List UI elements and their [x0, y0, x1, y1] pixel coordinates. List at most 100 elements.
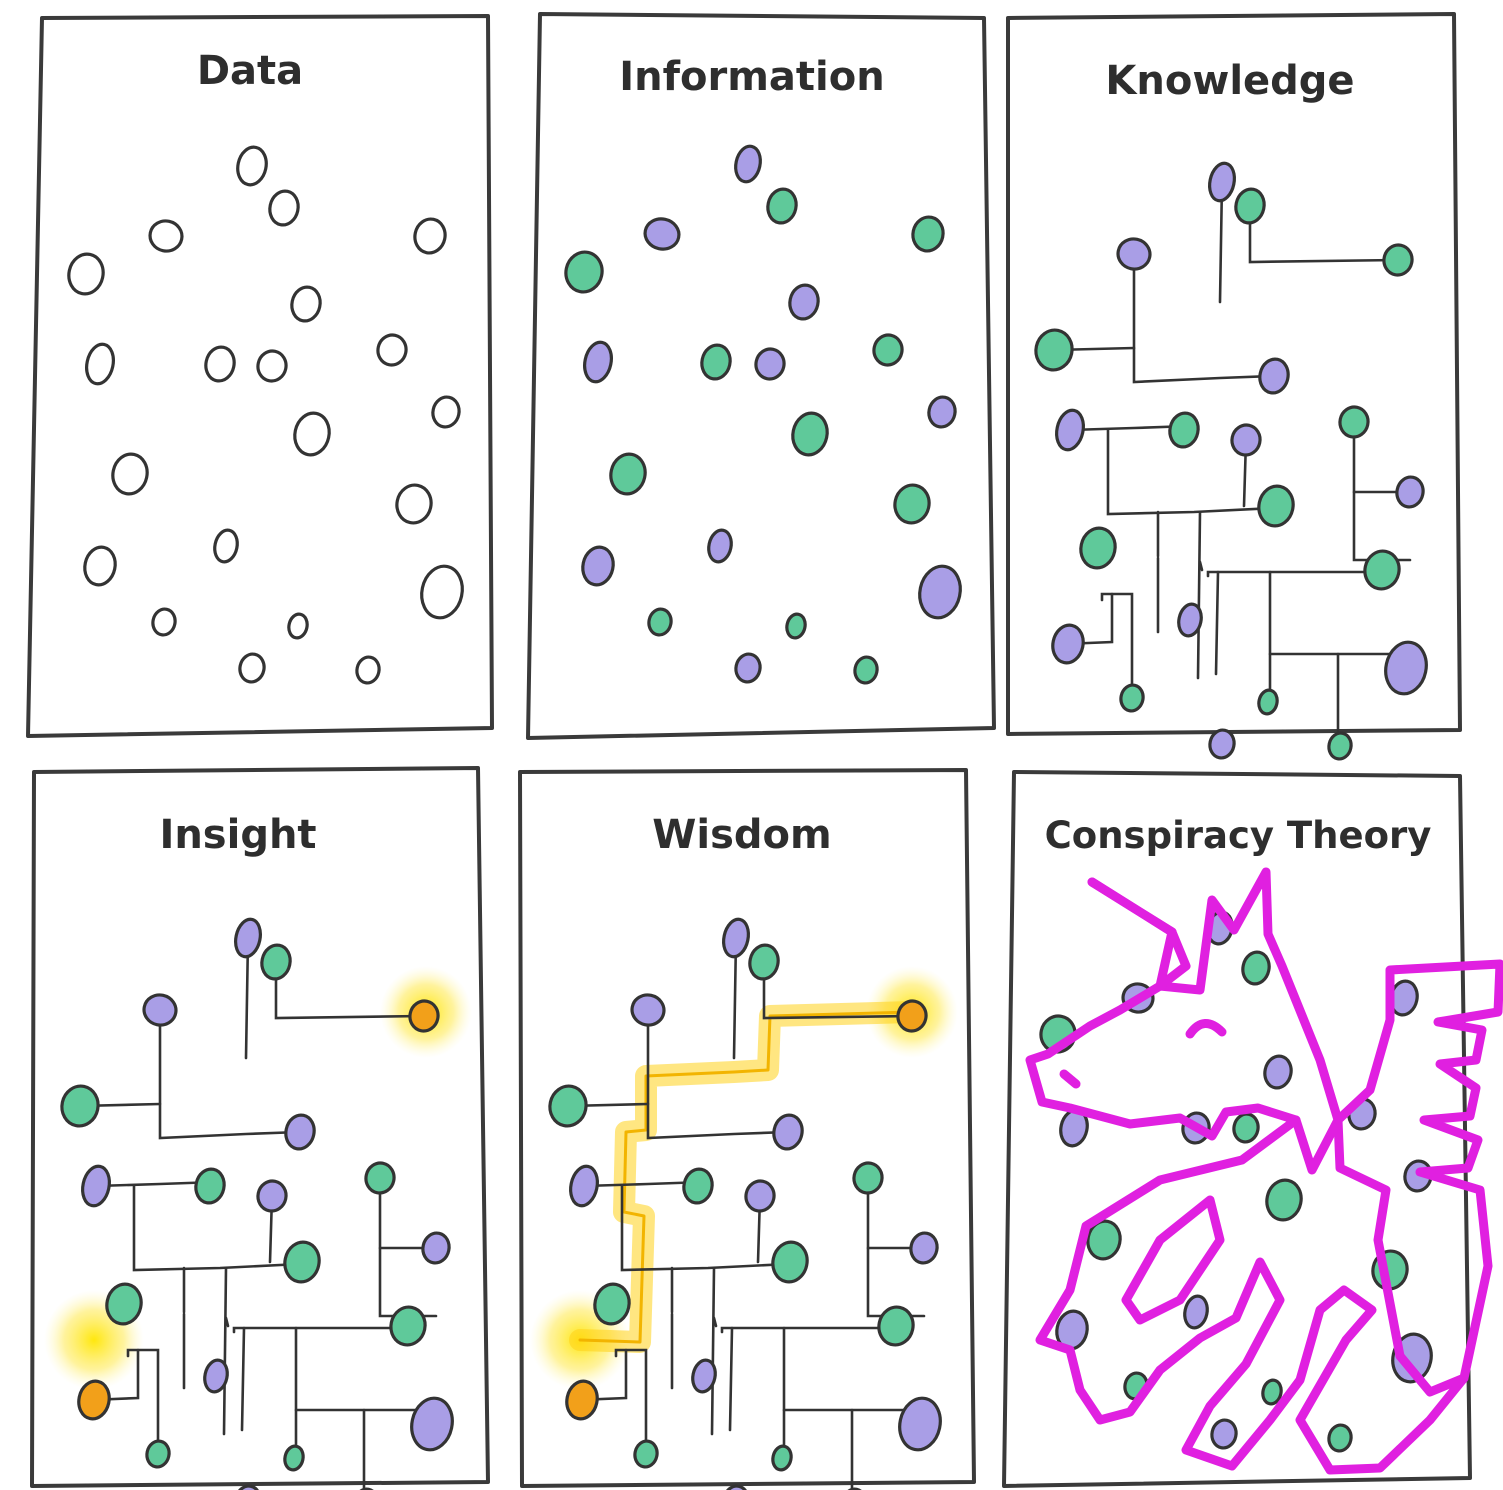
conspiracy-dot-0 — [1241, 950, 1271, 986]
wisdom-wire-1 — [646, 1008, 790, 1140]
insight-dot-7 — [194, 1167, 226, 1205]
wisdom-dot-0 — [722, 917, 750, 959]
panel-title-knowledge: Knowledge — [1105, 58, 1354, 104]
knowledge-dot-9 — [1338, 405, 1370, 439]
insight-wire-12 — [126, 1348, 160, 1448]
wisdom-dot-1 — [748, 943, 780, 981]
information-dot-18 — [785, 612, 807, 640]
wisdom-dot-8 — [744, 1179, 776, 1213]
information-dot-14 — [707, 528, 733, 564]
information-dot-20 — [853, 655, 879, 685]
knowledge-dot-12 — [1079, 526, 1117, 570]
data-dot-3 — [413, 217, 447, 255]
knowledge-wire-3 — [1248, 204, 1400, 264]
knowledge-dot-8 — [1230, 423, 1262, 457]
data-dot-18 — [287, 612, 309, 640]
panel-title-information: Information — [619, 54, 884, 100]
insight-dot-6 — [81, 1164, 111, 1208]
insight-dot-5 — [284, 1113, 316, 1151]
knowledge-dot-7 — [1168, 411, 1200, 449]
knowledge-dot-2 — [1116, 237, 1152, 271]
knowledge-dot-18 — [1257, 688, 1279, 716]
knowledge-wire-1 — [1132, 252, 1276, 384]
knowledge-dot-6 — [1055, 408, 1085, 452]
wisdom-dot-13 — [877, 1305, 915, 1347]
panel-knowledge-frame — [1006, 12, 1462, 736]
wisdom-dot-4 — [548, 1084, 588, 1128]
conspiracy-dot-18 — [1261, 1378, 1283, 1406]
information-dot-2 — [643, 217, 681, 251]
knowledge-dot-16 — [1384, 640, 1428, 696]
insight-dot-1 — [260, 943, 292, 981]
information-dot-0 — [734, 144, 762, 184]
knowledge-dot-17 — [1119, 683, 1145, 713]
insight-dot-14 — [203, 1358, 229, 1394]
information-dot-3 — [911, 215, 945, 253]
network-dots — [60, 144, 1433, 1490]
wisdom-dot-5 — [772, 1113, 804, 1151]
insight-dot-20 — [353, 1487, 379, 1490]
data-dot-10 — [431, 395, 461, 429]
data-dot-13 — [395, 483, 433, 525]
knowledge-wire-5 — [1106, 428, 1276, 516]
information-dot-15 — [581, 545, 615, 587]
wisdom-dot-16 — [898, 1396, 942, 1452]
wisdom-wire-5 — [620, 1184, 790, 1272]
information-dot-6 — [583, 340, 613, 384]
insight-dot-16 — [410, 1396, 454, 1452]
knowledge-dot-4 — [1034, 328, 1074, 372]
information-dot-19 — [734, 652, 762, 684]
knowledge-wire-14 — [1214, 570, 1220, 676]
insight-wire-10 — [224, 1316, 230, 1328]
wisdom-glow-path-core — [578, 1010, 914, 1344]
knowledge-wire-10 — [1198, 560, 1204, 572]
insight-wire-9 — [222, 1266, 228, 1436]
dragon-leg — [1121, 1195, 1225, 1325]
dragon-nostril — [1059, 1069, 1081, 1089]
insight-dot-10 — [421, 1231, 451, 1265]
knowledge-dot-11 — [1257, 484, 1295, 528]
wisdom-dot-11 — [771, 1240, 809, 1284]
information-dot-8 — [754, 347, 786, 381]
conspiracy-dot-20 — [1327, 1423, 1353, 1453]
information-dot-9 — [872, 333, 904, 367]
knowledge-dot-5 — [1258, 357, 1290, 395]
wisdom-wire-14 — [728, 1326, 734, 1432]
insight-dot-15 — [77, 1379, 111, 1421]
data-dot-11 — [293, 411, 331, 457]
insight-dot-3 — [408, 999, 440, 1033]
panel-title-insight: Insight — [159, 812, 316, 858]
data-dot-12 — [111, 452, 149, 496]
network-wires — [78, 180, 1412, 1490]
conspiracy-dot-11 — [1265, 1178, 1303, 1222]
wisdom-dot-19 — [722, 1484, 750, 1490]
wisdom-dot-3 — [896, 999, 928, 1033]
wisdom-dot-9 — [852, 1161, 884, 1195]
data-dot-6 — [85, 342, 115, 386]
knowledge-dot-13 — [1363, 549, 1401, 591]
knowledge-dot-19 — [1208, 728, 1236, 760]
insight-wire-3 — [274, 960, 426, 1020]
insight-wire-5 — [132, 1184, 302, 1272]
data-dot-2 — [148, 219, 184, 253]
information-dot-13 — [893, 483, 931, 525]
wisdom-dot-17 — [633, 1439, 659, 1469]
insight-wire-14 — [240, 1326, 246, 1432]
information-dot-5 — [788, 283, 820, 321]
data-dot-0 — [236, 145, 268, 187]
dragon-body — [1035, 1115, 1469, 1475]
information-dot-4 — [564, 250, 604, 294]
conspiracy-dot-12 — [1086, 1219, 1122, 1261]
wisdom-wire-3 — [762, 960, 914, 1020]
insight-wire-1 — [158, 1008, 302, 1140]
conspiracy-dot-8 — [1232, 1112, 1260, 1144]
knowledge-dot-15 — [1051, 623, 1085, 665]
knowledge-dot-0 — [1208, 161, 1236, 203]
conspiracy-dot-5 — [1263, 1054, 1293, 1090]
dragon-doodle — [1025, 867, 1503, 1475]
data-dot-16 — [420, 564, 464, 620]
knowledge-wire-9 — [1196, 510, 1202, 680]
wisdom-dot-20 — [841, 1487, 867, 1490]
knowledge-dot-1 — [1234, 187, 1266, 225]
information-dot-17 — [647, 607, 673, 637]
